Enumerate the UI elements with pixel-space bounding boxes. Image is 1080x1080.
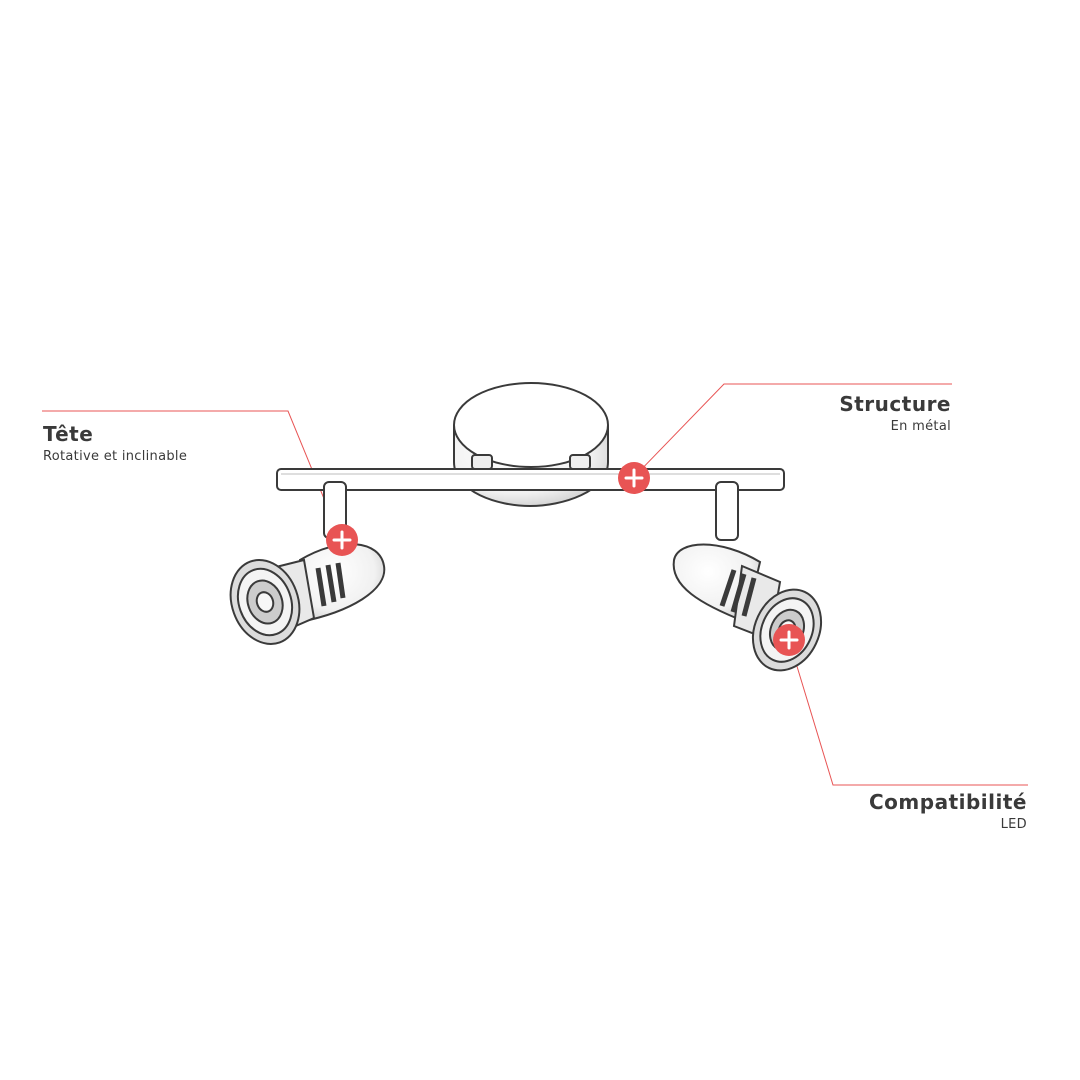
left-spot-head	[229, 543, 386, 645]
hotspot-head[interactable]	[326, 524, 358, 556]
right-spot-head	[672, 543, 823, 672]
plus-icon	[779, 630, 799, 650]
callout-head: Tête Rotative et inclinable	[43, 422, 187, 466]
callout-structure-subtitle: En métal	[890, 419, 951, 434]
hotspot-structure[interactable]	[618, 462, 650, 494]
callout-head-subtitle: Rotative et inclinable	[43, 449, 188, 464]
callout-compatibility-title: Compatibilité	[869, 790, 1027, 814]
leader-line-structure	[633, 383, 952, 478]
callout-compatibility: Compatibilité LED	[869, 790, 1027, 834]
leader-line-compatibility	[788, 639, 1028, 786]
mounting-bar	[276, 468, 785, 491]
callout-structure-title: Structure	[839, 392, 951, 416]
callout-head-title: Tête	[43, 422, 94, 446]
plus-icon	[624, 468, 644, 488]
callout-compatibility-subtitle: LED	[1000, 817, 1027, 832]
callout-structure: Structure En métal	[839, 392, 951, 436]
plus-icon	[332, 530, 352, 550]
hotspot-compatibility[interactable]	[773, 624, 805, 656]
right-arm	[715, 481, 739, 541]
